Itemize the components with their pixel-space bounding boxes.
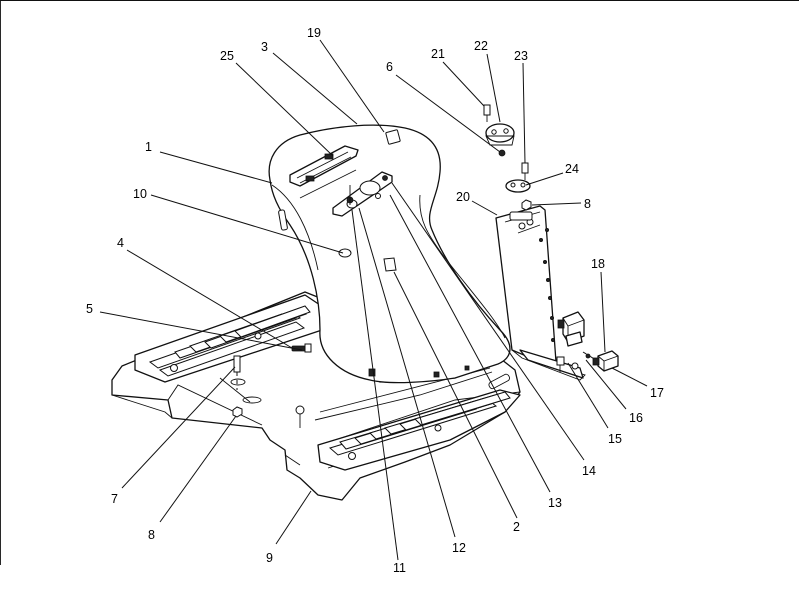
- callout-5: 5: [86, 302, 93, 316]
- callout-22: 22: [474, 39, 488, 53]
- callout-24: 24: [565, 162, 579, 176]
- callout-4: 4: [117, 236, 124, 250]
- part-17-relay: [592, 350, 619, 372]
- plate-22: [485, 123, 515, 146]
- callout-11: 11: [393, 561, 406, 575]
- plate-24: [505, 179, 531, 193]
- callout-6: 6: [386, 60, 393, 74]
- callout-21: 21: [431, 47, 445, 61]
- screw-21: [483, 104, 491, 122]
- callout-16: 16: [629, 411, 643, 425]
- left-footrest-slats: [134, 294, 323, 383]
- screw-23: [521, 162, 529, 180]
- nut-6: [498, 149, 506, 157]
- callout-3: 3: [261, 40, 268, 54]
- callout-labels: 1 2 3 4 5 6 7 8 8 9 10 11 12 13 14 15 16…: [86, 26, 664, 575]
- callout-8-upper: 8: [584, 197, 591, 211]
- callout-18: 18: [591, 257, 605, 271]
- callout-19: 19: [307, 26, 321, 40]
- callout-15: 15: [608, 432, 622, 446]
- floor-hardware: [170, 332, 442, 460]
- callout-9: 9: [266, 551, 273, 565]
- switch-panel: [332, 171, 393, 217]
- callout-20: 20: [456, 190, 470, 204]
- callout-23: 23: [514, 49, 528, 63]
- callout-8-lower: 8: [148, 528, 155, 542]
- callout-13: 13: [548, 496, 562, 510]
- callout-25: 25: [220, 49, 234, 63]
- rear-panel-relays: [557, 311, 585, 347]
- nut-8-upper: [521, 199, 532, 211]
- seat-shell: [268, 124, 511, 384]
- part-15-16-hardware: [556, 351, 597, 372]
- callout-7: 7: [111, 492, 118, 506]
- callout-10: 10: [133, 187, 147, 201]
- callout-14: 14: [582, 464, 596, 478]
- callout-1: 1: [145, 140, 152, 154]
- callout-2: 2: [513, 520, 520, 534]
- seat-grille: [289, 145, 359, 187]
- rear-panel: [495, 205, 586, 381]
- callout-12: 12: [452, 541, 466, 555]
- callout-17: 17: [650, 386, 664, 400]
- part-19-clip: [385, 129, 401, 145]
- leader-lines: [99, 39, 648, 561]
- part-2-flap: [383, 257, 397, 272]
